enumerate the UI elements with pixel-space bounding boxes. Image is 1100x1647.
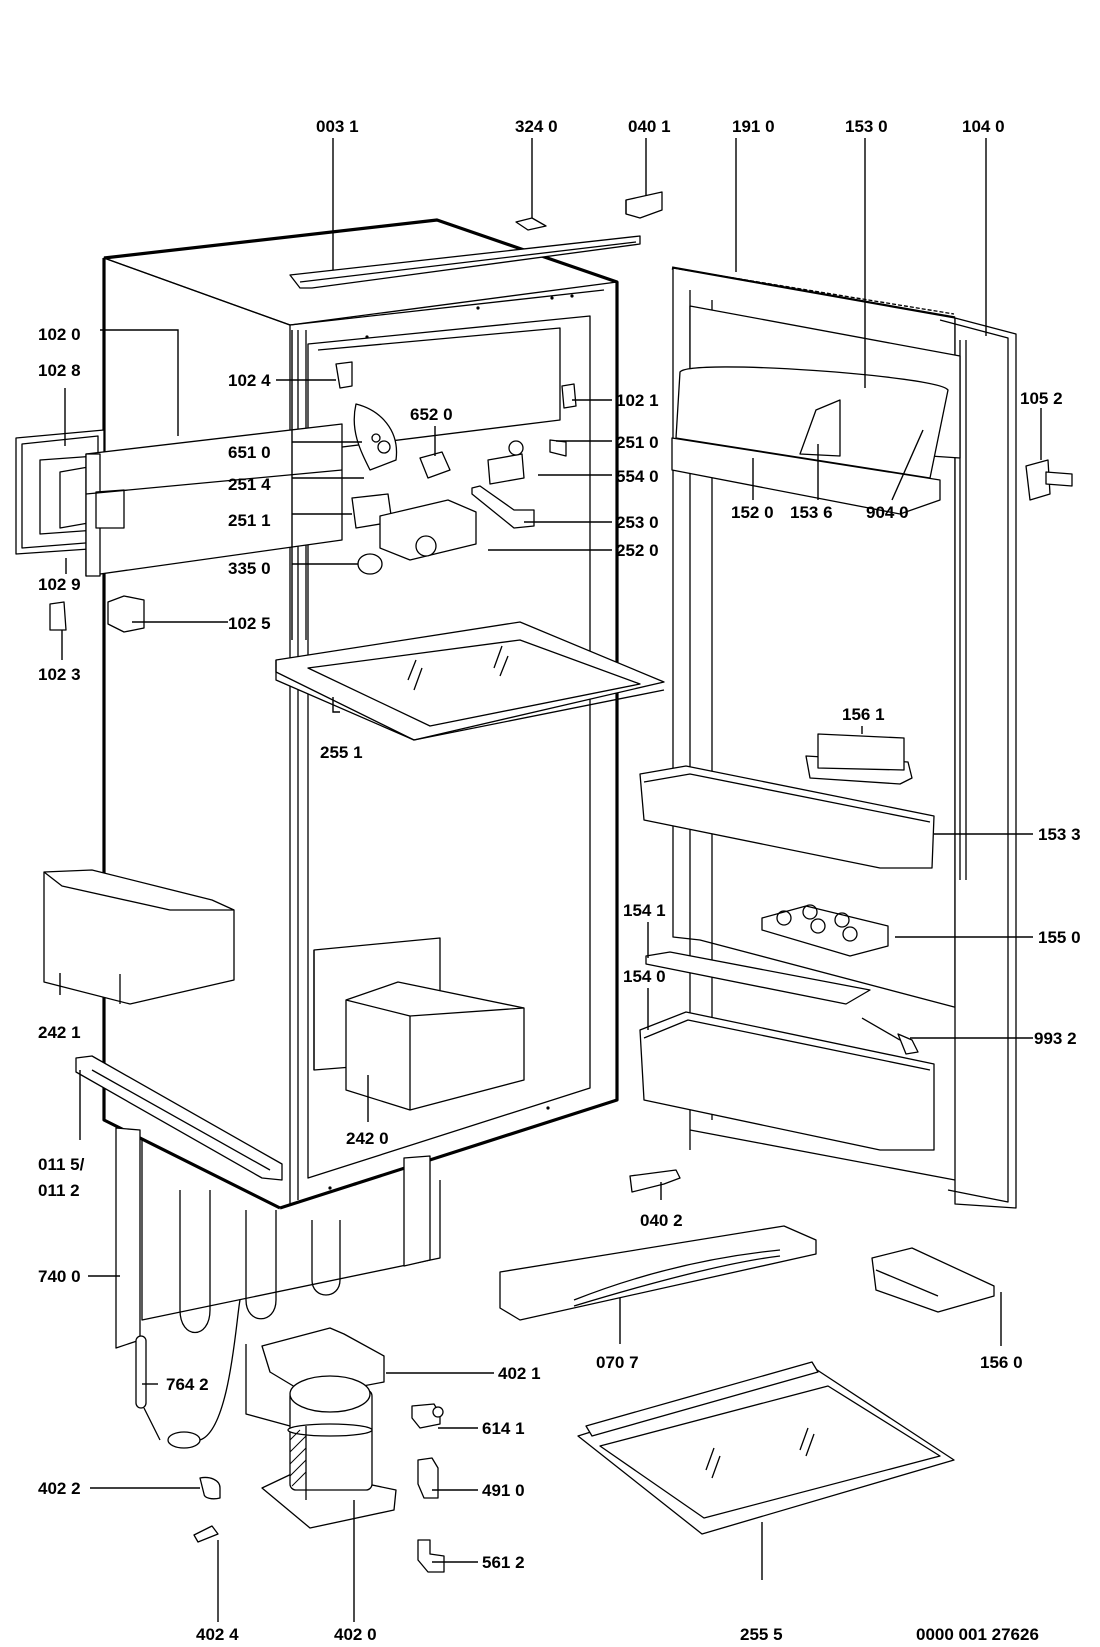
- label-156-1: 156 1: [842, 705, 885, 724]
- top-cover-strip: [289, 235, 641, 289]
- bottle-shelf: [639, 1011, 935, 1151]
- control-panel: [15, 423, 343, 577]
- label-561-2: 561 2: [482, 1553, 525, 1572]
- label-153-3: 153 3: [1038, 825, 1081, 844]
- vegetable-drawer-left: [43, 869, 235, 1005]
- condenser: [115, 1127, 441, 1349]
- label-102-1: 102 1: [616, 391, 659, 410]
- ice-cube-tray: [871, 1247, 995, 1313]
- label-154-0: 154 0: [623, 967, 666, 986]
- label-040-1: 040 1: [628, 117, 671, 136]
- rubber-grommet: [199, 1476, 221, 1500]
- label-040-2: 040 2: [640, 1211, 683, 1230]
- label-153-6: 153 6: [790, 503, 833, 522]
- label-614-1: 614 1: [482, 1419, 525, 1438]
- overload-protector: [417, 1457, 439, 1499]
- label-102-4: 102 4: [228, 371, 271, 390]
- label-651-0: 651 0: [228, 443, 271, 462]
- holder-1021: [561, 383, 577, 409]
- label-102-8: 102 8: [38, 361, 81, 380]
- dryer-filter: [135, 1299, 241, 1449]
- butter-compartment: [671, 305, 961, 515]
- label-242-1: 242 1: [38, 1023, 81, 1042]
- label-242-0: 242 0: [346, 1129, 389, 1148]
- upper-door-bracket: [625, 191, 663, 219]
- label-402-0: 402 0: [334, 1625, 377, 1644]
- compressor-hatch: [289, 1429, 307, 1487]
- label-153-0: 153 0: [845, 117, 888, 136]
- label-652-0: 652 0: [410, 405, 453, 424]
- label-102-5: 102 5: [228, 614, 271, 633]
- label-156-0: 156 0: [980, 1353, 1023, 1372]
- label-402-1: 402 1: [498, 1364, 541, 1383]
- glass-shelf-lower: [577, 1361, 955, 1535]
- label-104-0: 104 0: [962, 117, 1005, 136]
- clip-4024: [193, 1525, 219, 1543]
- label-740-0: 740 0: [38, 1267, 81, 1286]
- label-011-2: 011 2: [38, 1181, 80, 1200]
- label-255-1: 255 1: [320, 743, 363, 762]
- label-003-1: 003 1: [316, 117, 359, 136]
- label-251-1: 251 1: [228, 511, 271, 530]
- label-251-0: 251 0: [616, 433, 659, 452]
- drawing-number: 0000 001 27626: [916, 1625, 1039, 1644]
- label-904-0: 904 0: [866, 503, 909, 522]
- label-155-0: 155 0: [1038, 928, 1081, 947]
- cover-1024: [335, 361, 353, 389]
- relay-5612: [417, 1539, 445, 1573]
- label-191-0: 191 0: [732, 117, 775, 136]
- label-402-4: 402 4: [196, 1625, 239, 1644]
- label-102-3: 102 3: [38, 665, 81, 684]
- label-255-5: 255 5: [740, 1625, 783, 1644]
- label-102-9: 102 9: [38, 575, 81, 594]
- label-102-0: 102 0: [38, 325, 81, 344]
- label-011-5: 011 5/: [38, 1155, 85, 1174]
- label-070-7: 070 7: [596, 1353, 639, 1372]
- label-554-0: 554 0: [616, 467, 659, 486]
- lamp-assembly: [49, 403, 535, 633]
- clip-324: [515, 217, 547, 231]
- bottle-retainer: [645, 951, 871, 1005]
- door-hinge: [1025, 459, 1073, 501]
- cover-plate-2510: [549, 439, 567, 457]
- label-251-4: 251 4: [228, 475, 271, 494]
- part-labels: 003 1 324 0 040 1 191 0 153 0 104 0 102 …: [38, 117, 1081, 1644]
- lower-door-bracket: [629, 1169, 681, 1193]
- label-252-0: 252 0: [616, 541, 659, 560]
- label-335-0: 335 0: [228, 559, 271, 578]
- compressor: [261, 1375, 397, 1529]
- ventilation-grille: [499, 1225, 817, 1321]
- label-253-0: 253 0: [616, 513, 659, 532]
- label-105-2: 105 2: [1020, 389, 1063, 408]
- egg-tray: [761, 904, 889, 957]
- base-rail: [75, 1055, 283, 1181]
- glass-shelf-upper: [275, 621, 665, 741]
- label-993-2: 993 2: [1034, 1029, 1077, 1048]
- label-154-1: 154 1: [623, 901, 666, 920]
- label-402-2: 402 2: [38, 1479, 81, 1498]
- butter-dish: [805, 733, 913, 785]
- label-152-0: 152 0: [731, 503, 774, 522]
- label-324-0: 324 0: [515, 117, 558, 136]
- door-bin-upper: [639, 765, 935, 869]
- label-491-0: 491 0: [482, 1481, 525, 1500]
- vegetable-drawer-right: [345, 981, 525, 1111]
- leader-lines: [59, 138, 1042, 1622]
- clip-9932: [861, 1017, 919, 1055]
- label-764-2: 764 2: [166, 1375, 209, 1394]
- starting-relay: [411, 1403, 444, 1429]
